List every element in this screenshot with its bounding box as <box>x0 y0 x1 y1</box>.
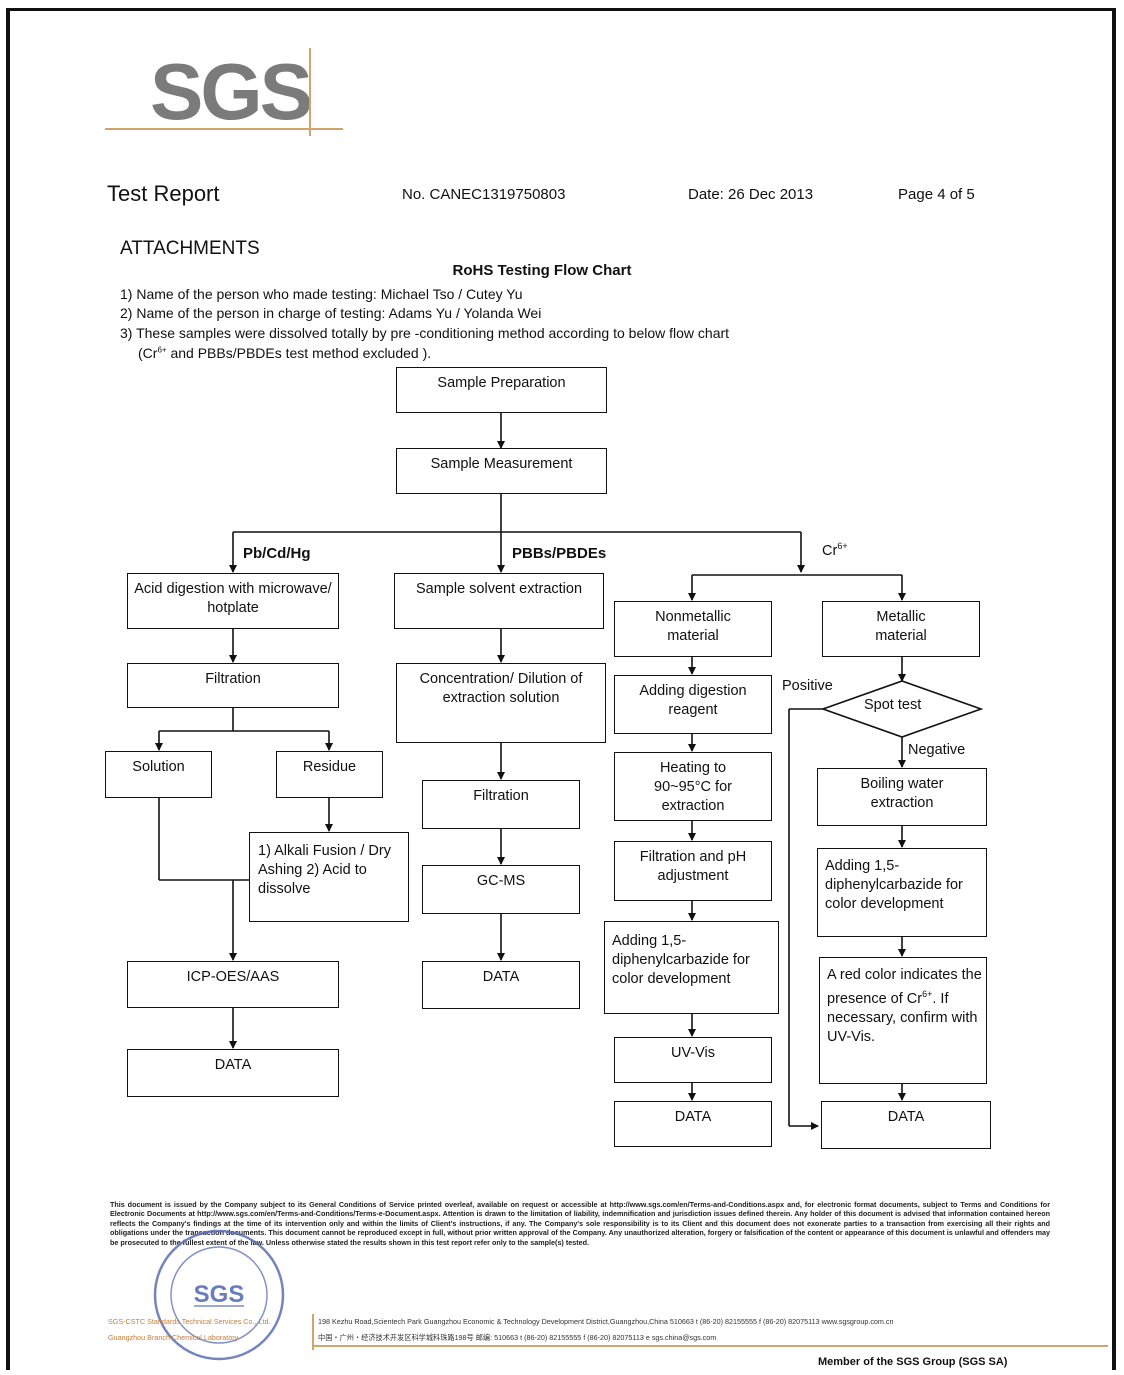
red-color-text: A red color indicates the presence of Cr… <box>827 967 982 1045</box>
data-nonmetal-box: DATA <box>614 1101 772 1147</box>
sgs-group-member: Member of the SGS Group (SGS SA) <box>818 1356 1008 1368</box>
icp-box: ICP-OES/AAS <box>127 961 339 1008</box>
footer-company-cn: Guangzhou Branch Chemical Laboratory <box>108 1333 239 1342</box>
note-3-continued: (Cr6+ and PBBs/PBDEs test method exclude… <box>138 345 432 361</box>
branch-label-pb-cd-hg: Pb/Cd/Hg <box>243 545 311 562</box>
logo-rule-vertical <box>309 48 311 136</box>
footer-address-en: 198 Kezhu Road,Scientech Park Guangzhou … <box>318 1317 894 1326</box>
report-number: No. CANEC1319750803 <box>402 186 566 203</box>
legal-disclaimer: This document is issued by the Company s… <box>110 1200 1050 1247</box>
svg-text:SGS: SGS <box>194 1281 245 1308</box>
sgs-logo: SGS <box>150 47 313 136</box>
note-3: 3) These samples were dissolved totally … <box>120 325 730 341</box>
adding-dpc-left-text: Adding 1,5-diphenylcarbazide for color d… <box>612 933 750 987</box>
positive-label: Positive <box>782 678 833 694</box>
attachments-heading: ATTACHMENTS <box>120 238 260 259</box>
residue-box: Residue <box>276 751 383 798</box>
footer-company-en: SGS-CSTC Standards Technical Services Co… <box>108 1317 271 1326</box>
report-date: Date: 26 Dec 2013 <box>688 186 814 203</box>
heating-box: Heating to 90~95°C for extraction <box>614 752 772 821</box>
flow-chart-title: RoHS Testing Flow Chart <box>452 262 632 279</box>
footer-address-cn: 中国・广州・经济技术开发区科学城科珠路198号 邮编: 510663 t (86… <box>318 1333 717 1342</box>
adding-dpc-right-text: Adding 1,5-diphenylcarbazide for color d… <box>825 858 963 912</box>
sample-preparation-box: Sample Preparation <box>396 367 607 413</box>
concentration-box: Concentration/ Dilution of extraction so… <box>396 663 606 743</box>
nonmetallic-box: Nonmetallic material <box>614 601 772 657</box>
note-2: 2) Name of the person in charge of testi… <box>120 305 542 321</box>
negative-label: Negative <box>908 742 966 758</box>
gcms-box: GC-MS <box>422 865 580 914</box>
boiling-water-box: Boiling water extraction <box>817 768 987 826</box>
alkali-fusion-text: 1) Alkali Fusion / Dry Ashing 2) Acid to… <box>258 843 391 897</box>
footer-rule-vertical <box>312 1314 314 1350</box>
page-number: Page 4 of 5 <box>898 186 975 203</box>
footer-rule <box>312 1345 1108 1347</box>
alkali-fusion-box: 1) Alkali Fusion / Dry Ashing 2) Acid to… <box>249 832 409 922</box>
company-seal-stamp: SGS <box>153 1229 285 1361</box>
spot-test-label: Spot test <box>864 697 922 713</box>
red-color-box: A red color indicates the presence of Cr… <box>819 957 987 1084</box>
sample-solvent-box: Sample solvent extraction <box>394 573 604 629</box>
data-left-box: DATA <box>127 1049 339 1097</box>
data-mid-box: DATA <box>422 961 580 1009</box>
branch-label-pbb-pbde: PBBs/PBDEs <box>512 545 607 562</box>
filtration-ph-box: Filtration and pH adjustment <box>614 841 772 901</box>
uvvis-box: UV-Vis <box>614 1037 772 1083</box>
adding-dpc-left-box: Adding 1,5-diphenylcarbazide for color d… <box>604 921 779 1014</box>
data-metal-box: DATA <box>821 1101 991 1149</box>
acid-digestion-box: Acid digestion with microwave/ hotplate <box>127 573 339 629</box>
filtration-left-box: Filtration <box>127 663 339 708</box>
adding-dpc-right-box: Adding 1,5-diphenylcarbazide for color d… <box>817 848 987 937</box>
filtration-mid-box: Filtration <box>422 780 580 829</box>
metallic-box: Metallic material <box>822 601 980 657</box>
report-title: Test Report <box>107 181 220 206</box>
page-frame <box>6 8 1116 1370</box>
note-1: 1) Name of the person who made testing: … <box>120 286 523 302</box>
branch-label-cr6: Cr6+ <box>822 541 848 559</box>
adding-digestion-box: Adding digestion reagent <box>614 675 772 734</box>
solution-box: Solution <box>105 751 212 798</box>
logo-rule-horizontal <box>105 128 343 130</box>
sample-measurement-box: Sample Measurement <box>396 448 607 494</box>
